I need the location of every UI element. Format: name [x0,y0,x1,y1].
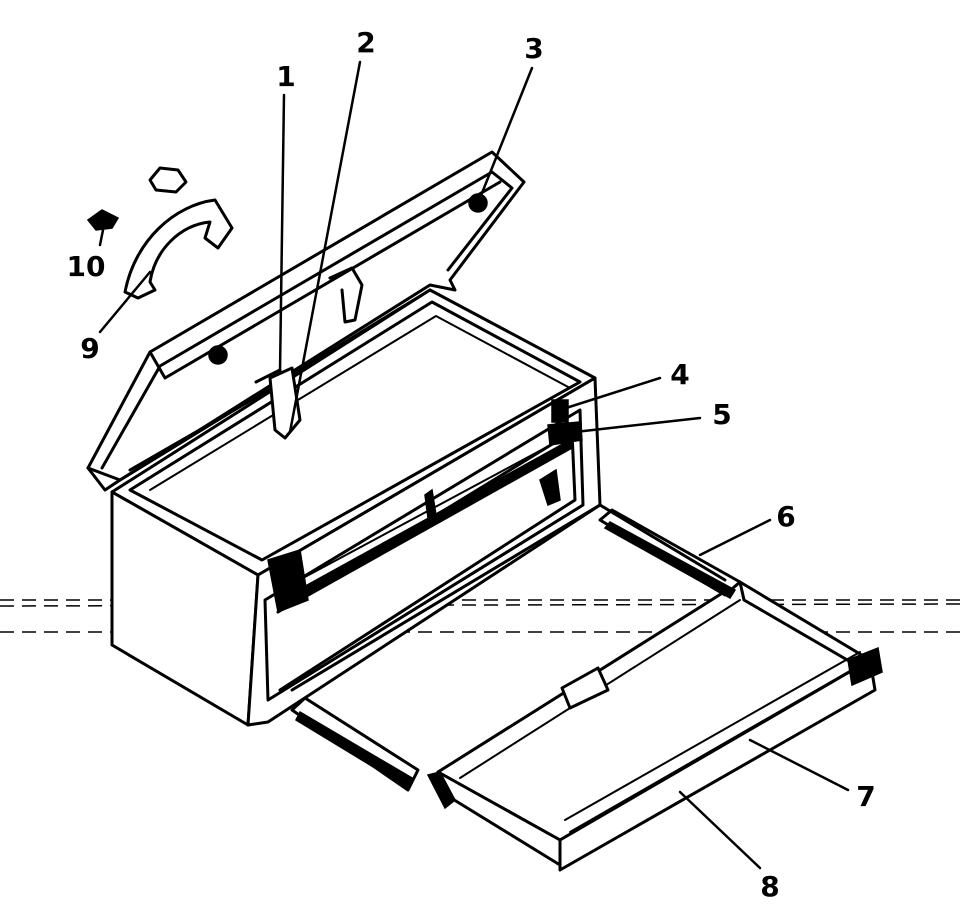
toolbox-drawer [290,503,883,872]
callout-3: 3 [524,32,543,65]
toolbox-body [110,288,602,727]
callout-2: 2 [356,26,375,59]
toolbox-lid [86,150,526,492]
callout-4: 4 [670,358,689,391]
callout-9: 9 [80,332,99,365]
leader-lines [98,60,850,870]
callout-10: 10 [67,250,106,283]
callout-5: 5 [712,398,731,431]
handle-assembly [86,166,234,300]
callout-1: 1 [276,60,295,93]
callout-7: 7 [856,780,875,813]
callout-labels: 1 2 3 4 5 6 7 8 9 10 [67,26,876,903]
callout-8: 8 [760,870,779,903]
callout-6: 6 [776,500,795,533]
